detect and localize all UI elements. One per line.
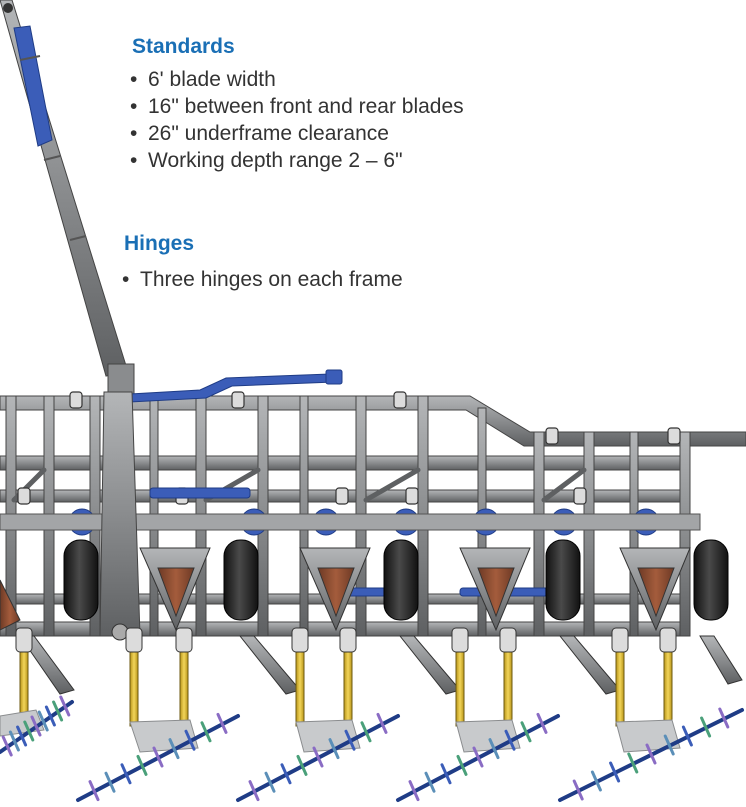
axle bbox=[0, 513, 701, 531]
basket-tine bbox=[504, 729, 516, 751]
basket-tine bbox=[8, 730, 20, 752]
basket-tine bbox=[44, 705, 56, 727]
basket-tine bbox=[168, 738, 180, 760]
basket-tine bbox=[296, 754, 308, 776]
basket-tine bbox=[408, 780, 420, 802]
basket-tine bbox=[609, 761, 621, 783]
basket-tine bbox=[627, 752, 639, 774]
basket-tine bbox=[1, 735, 13, 757]
basket-tine bbox=[184, 729, 196, 751]
basket-tine bbox=[344, 729, 356, 751]
hinges-item-three-hinges: Three hinges on each frame bbox=[122, 266, 403, 293]
basket-tine bbox=[216, 712, 228, 734]
basket-tine bbox=[52, 700, 64, 722]
basket-tine bbox=[312, 746, 324, 768]
wedge-brackets bbox=[0, 547, 743, 695]
standards-heading: Standards bbox=[132, 35, 235, 58]
basket-tine bbox=[472, 746, 484, 768]
basket-tine bbox=[663, 734, 675, 756]
basket-tine bbox=[681, 725, 693, 747]
standards-item-depth-range: Working depth range 2 – 6" bbox=[130, 147, 464, 174]
basket-tine bbox=[37, 710, 49, 732]
basket-tine bbox=[88, 780, 100, 802]
basket-tine bbox=[718, 707, 730, 729]
hinges-heading: Hinges bbox=[124, 232, 195, 255]
basket-tine bbox=[536, 712, 548, 734]
basket-tine bbox=[700, 716, 712, 738]
basket-tine bbox=[59, 695, 71, 717]
standards-item-blade-spacing: 16" between front and rear blades bbox=[130, 93, 464, 120]
basket-tine bbox=[30, 715, 42, 737]
basket-tine bbox=[23, 720, 35, 742]
tires bbox=[63, 539, 729, 621]
hitch-arm bbox=[0, 0, 135, 395]
basket-tine bbox=[424, 771, 436, 793]
basket-tine bbox=[520, 721, 532, 743]
basket-tine bbox=[120, 763, 132, 785]
basket-tine bbox=[376, 712, 388, 734]
basket-tine bbox=[360, 721, 372, 743]
shanks bbox=[15, 627, 677, 733]
blade-assemblies bbox=[0, 695, 744, 802]
basket-tine bbox=[590, 770, 602, 792]
standards-list: 6' blade width 16" between front and rea… bbox=[130, 66, 464, 174]
standards-item-blade-width: 6' blade width bbox=[130, 66, 464, 93]
basket-tine bbox=[645, 743, 657, 765]
basket-tine bbox=[136, 754, 148, 776]
basket-tine bbox=[488, 738, 500, 760]
basket-tine bbox=[248, 780, 260, 802]
basket-tine bbox=[280, 763, 292, 785]
standards-item-clearance: 26" underframe clearance bbox=[130, 120, 464, 147]
basket-tine bbox=[104, 771, 116, 793]
basket-tine bbox=[440, 763, 452, 785]
hinges-list: Three hinges on each frame bbox=[122, 266, 403, 293]
basket-tine bbox=[456, 754, 468, 776]
basket-tine bbox=[200, 721, 212, 743]
basket-tine bbox=[328, 738, 340, 760]
basket-tine bbox=[264, 771, 276, 793]
basket-tine bbox=[16, 725, 28, 747]
center-tower bbox=[99, 391, 141, 641]
basket-tine bbox=[152, 746, 164, 768]
basket-tine bbox=[572, 779, 584, 801]
